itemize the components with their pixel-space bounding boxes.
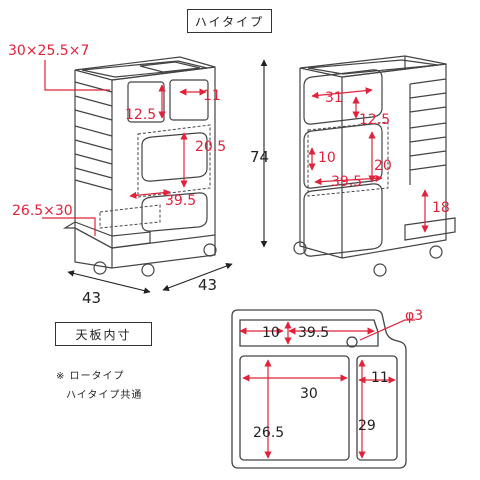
tray-side-depth-dim: 29 bbox=[358, 418, 376, 434]
width-dim: 43 bbox=[198, 276, 217, 294]
tray-main-width-dim: 30 bbox=[300, 386, 318, 402]
back-upper-height-dim: 12.5 bbox=[359, 112, 390, 128]
top-inner-badge: 天板内寸 bbox=[55, 322, 152, 346]
note-line-2: ハイタイプ共通 bbox=[66, 390, 143, 401]
front-top-tray-dim: 30×25.5×7 bbox=[8, 43, 89, 59]
front-hidden-lines bbox=[99, 124, 211, 229]
back-upper-width-dim: 31 bbox=[325, 90, 343, 106]
note-line-1: ※ ロータイプ bbox=[56, 371, 125, 382]
overall-dimension-lines bbox=[67, 59, 268, 294]
tray-main-depth-dim: 26.5 bbox=[253, 425, 284, 441]
back-hidden-lines bbox=[307, 121, 389, 197]
front-cart-outline bbox=[62, 56, 217, 277]
front-shelf-height-dim: 20.5 bbox=[195, 139, 226, 155]
front-dimension-marks bbox=[42, 60, 207, 236]
tray-top-small-dim: 10 bbox=[262, 325, 280, 341]
tray-side-width-dim: 11 bbox=[371, 370, 389, 386]
front-drawer-height-dim: 12.5 bbox=[125, 107, 156, 123]
front-bottom-tray-dim: 26.5×30 bbox=[12, 203, 73, 219]
top-tray-plan bbox=[231, 309, 407, 469]
back-lower-height-dim: 18 bbox=[432, 200, 450, 216]
tray-top-long-dim: 39.5 bbox=[298, 325, 329, 341]
back-mid-height-dim: 20 bbox=[374, 158, 392, 174]
tray-dimension-marks bbox=[239, 319, 415, 459]
hole-diameter-dim: φ3 bbox=[405, 308, 423, 324]
title-badge: ハイタイプ bbox=[187, 9, 272, 33]
front-drawer-width-dim: 11 bbox=[203, 88, 221, 104]
front-shelf-depth-dim: 39.5 bbox=[165, 193, 196, 209]
height-dim: 74 bbox=[250, 148, 269, 166]
back-dimension-marks bbox=[308, 87, 429, 233]
depth-dim: 43 bbox=[82, 289, 101, 307]
back-mid-width-dim: 10 bbox=[318, 150, 336, 166]
back-mid-depth-dim: 39.5 bbox=[331, 174, 362, 190]
